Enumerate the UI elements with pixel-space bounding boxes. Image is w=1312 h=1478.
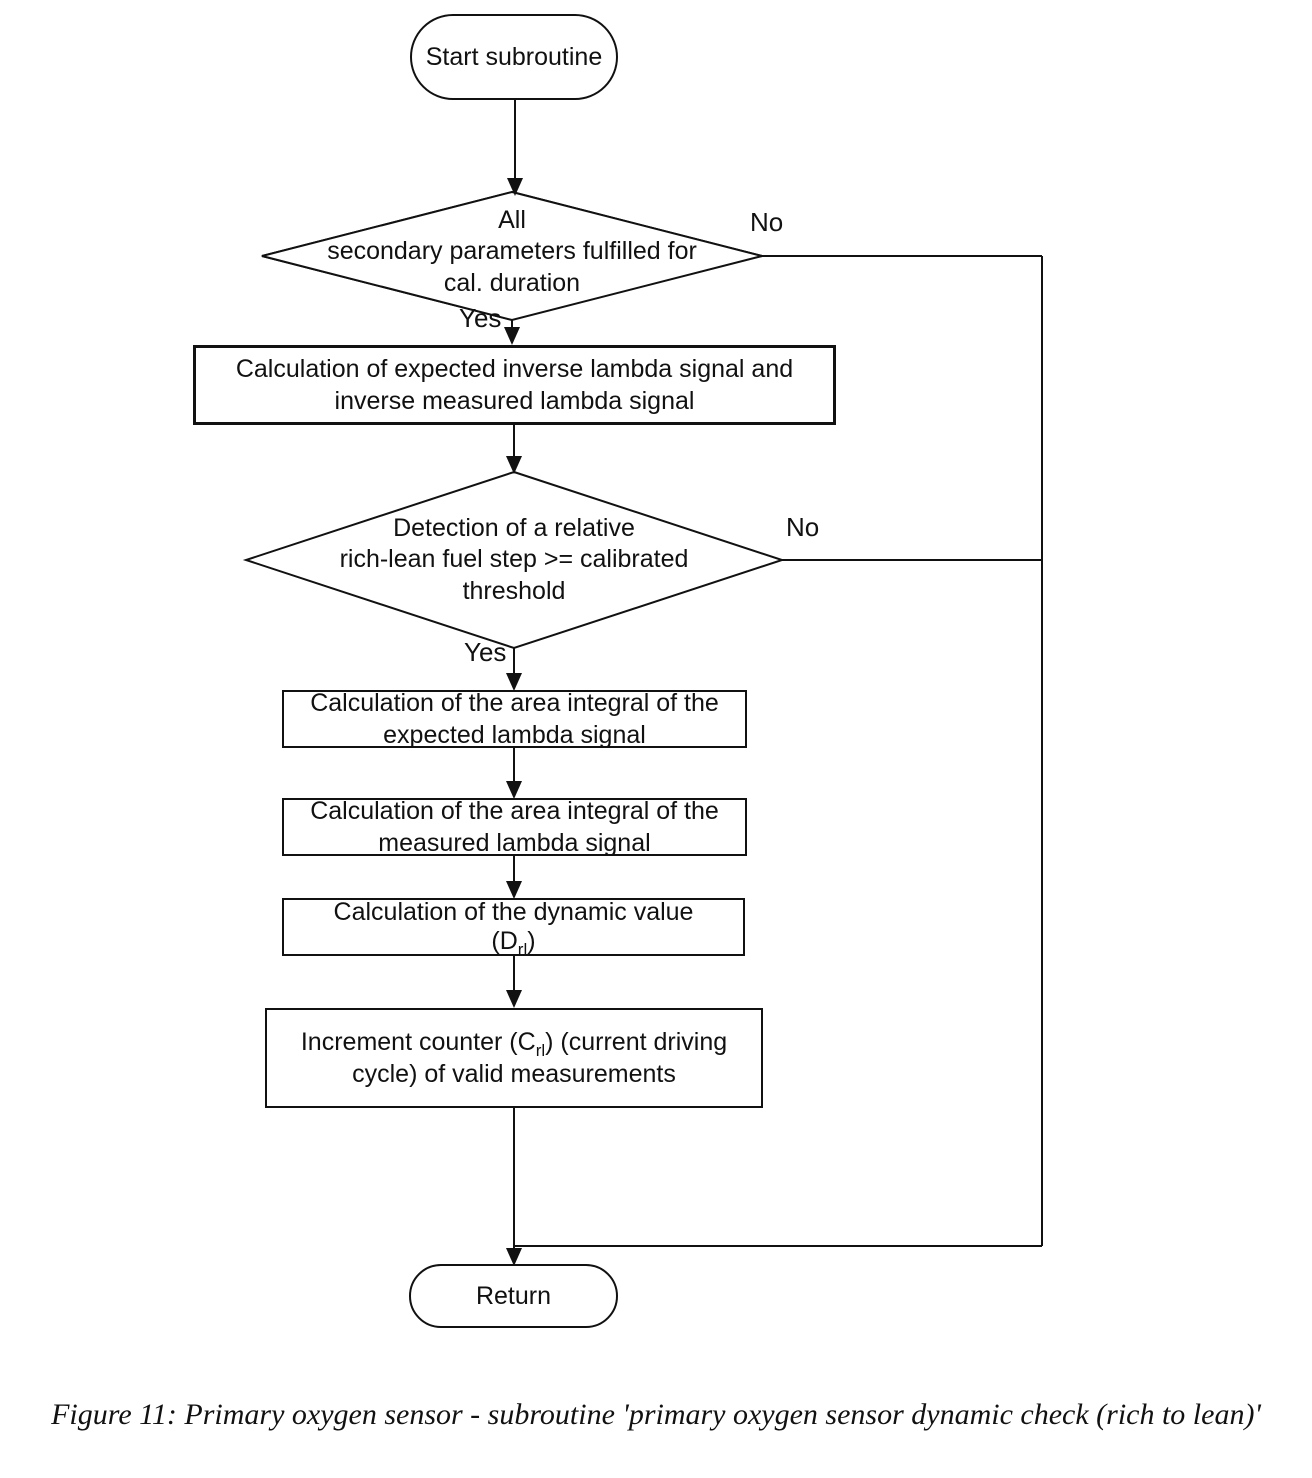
arrowhead-into-process5: [506, 990, 522, 1008]
arrowhead-into-process2: [506, 673, 522, 691]
arrowhead-into-process4: [506, 881, 522, 899]
decision1-no-label: No: [750, 207, 784, 237]
figure-caption: Figure 11: Primary oxygen sensor - subro…: [51, 1398, 1261, 1431]
process4-value-subscript: rl: [517, 940, 528, 959]
process-area-integral-measured: Calculation of the area integral of the …: [282, 797, 747, 857]
decision1-yes-label: Yes: [459, 303, 502, 333]
return-node-label: Return: [475, 1281, 552, 1310]
process4-value-prefix: (D: [491, 927, 518, 955]
start-node: Start subroutine: [410, 14, 618, 100]
decision2-no-label: No: [786, 512, 820, 542]
decision1-line2: secondary parameters fulfilled for: [327, 237, 697, 266]
process5-part2: ) (current driving cycle) of valid measu…: [352, 1027, 728, 1089]
start-node-label: Start subroutine: [425, 42, 603, 71]
process4-line1: Calculation of the dynamic value: [333, 898, 694, 927]
arrowhead-into-decision1: [507, 178, 523, 196]
decision2-line1: Detection of a relative: [393, 514, 635, 543]
process5-label: Increment counter (Crl) (current driving…: [289, 1026, 739, 1091]
process-increment-counter: Increment counter (Crl) (current driving…: [265, 1008, 763, 1108]
decision2-yes-label: Yes: [464, 637, 507, 667]
process-dynamic-value: Calculation of the dynamic value (Drl): [282, 898, 745, 959]
process3-label: Calculation of the area integral of the …: [310, 796, 719, 858]
process2-label: Calculation of the area integral of the …: [310, 688, 719, 750]
process-calc-inverse-lambda: Calculation of expected inverse lambda s…: [193, 345, 836, 425]
arrowhead-into-return: [506, 1248, 522, 1266]
decision-rich-lean-step: Detection of a relative rich-lean fuel s…: [264, 478, 764, 642]
return-node: Return: [409, 1264, 618, 1328]
decision2-shape: [242, 470, 786, 650]
arrowhead-into-process1: [504, 327, 520, 345]
decision-secondary-parameters: All secondary parameters fulfilled for c…: [262, 196, 762, 308]
decision2-line2: rich-lean fuel step >= calibrated: [339, 545, 689, 574]
decision1-shape: [261, 190, 763, 322]
arrowhead-into-decision2: [506, 456, 522, 474]
process5-part1: Increment counter (C: [300, 1027, 536, 1056]
process4-value-suffix: ): [527, 927, 536, 955]
decision1-line3: cal. duration: [443, 268, 581, 297]
decision1-line1: All: [498, 206, 526, 235]
process5-subscript: rl: [535, 1040, 546, 1060]
process4-line2: (Drl): [491, 927, 536, 959]
process-area-integral-expected: Calculation of the area integral of the …: [282, 689, 747, 749]
decision2-line3: threshold: [462, 576, 566, 605]
arrowhead-into-process3: [506, 781, 522, 799]
process1-label: Calculation of expected inverse lambda s…: [235, 354, 794, 416]
